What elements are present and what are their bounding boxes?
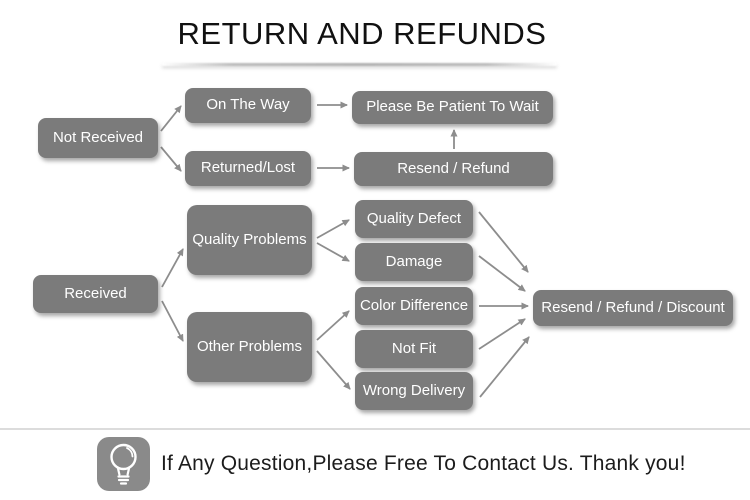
node-label: Please Be Patient To Wait — [366, 98, 539, 116]
page-title: RETURN AND REFUNDS — [177, 16, 547, 51]
node-resend-refund: Resend / Refund — [354, 152, 553, 186]
node-quality-defect: Quality Defect — [355, 200, 473, 238]
arrow-wrong-delivery-to-resend-refund-discount — [479, 336, 530, 398]
footer-divider — [0, 428, 750, 430]
node-label: Not Fit — [391, 339, 437, 357]
node-label: Damage — [385, 252, 443, 270]
node-damage: Damage — [355, 243, 473, 281]
arrow-not-fit-to-resend-refund-discount — [478, 318, 526, 350]
node-please-wait: Please Be Patient To Wait — [352, 91, 553, 124]
arrow-quality-problems-to-quality-defect — [316, 219, 350, 239]
node-quality-problems: Quality Problems — [187, 205, 312, 275]
node-not-fit: Not Fit — [355, 330, 473, 368]
node-color-difference: Color Difference — [355, 287, 473, 325]
node-other-problems: Other Problems — [187, 312, 312, 382]
node-not-received: Not Received — [38, 118, 158, 158]
node-label: Received — [64, 284, 127, 302]
node-label: Resend / Refund — [397, 159, 510, 177]
node-label: Wrong Delivery — [362, 381, 466, 399]
node-resend-refund-discount: Resend / Refund / Discount — [533, 290, 733, 326]
arrow-received-to-quality-problems — [161, 248, 184, 288]
node-label: Resend / Refund / Discount — [541, 298, 725, 316]
node-label: Quality Problems — [192, 230, 307, 248]
arrow-other-problems-to-wrong-delivery — [316, 350, 351, 390]
arrow-other-problems-to-color-difference — [316, 310, 350, 341]
node-label: On The Way — [206, 96, 290, 114]
node-label: Quality Defect — [366, 209, 462, 227]
footer: If Any Question,Please Free To Contact U… — [97, 437, 686, 491]
arrow-received-to-other-problems — [161, 300, 184, 342]
title-divider — [162, 63, 557, 66]
node-returned-lost: Returned/Lost — [185, 151, 311, 186]
node-label: Not Received — [52, 128, 144, 146]
arrow-not-received-to-returned-lost — [160, 146, 182, 172]
node-label: Other Problems — [196, 337, 303, 355]
node-label: Returned/Lost — [200, 159, 296, 177]
node-wrong-delivery: Wrong Delivery — [355, 372, 473, 410]
footer-message: If Any Question,Please Free To Contact U… — [161, 452, 686, 475]
arrow-damage-to-resend-refund-discount — [478, 255, 526, 292]
arrow-quality-defect-to-resend-refund-discount — [478, 211, 529, 273]
arrow-quality-problems-to-damage — [316, 242, 350, 262]
node-received: Received — [33, 275, 158, 313]
light-bulb-icon — [97, 437, 150, 491]
node-on-the-way: On The Way — [185, 88, 311, 123]
arrow-not-received-to-on-the-way — [160, 105, 182, 132]
node-label: Color Difference — [359, 296, 469, 314]
